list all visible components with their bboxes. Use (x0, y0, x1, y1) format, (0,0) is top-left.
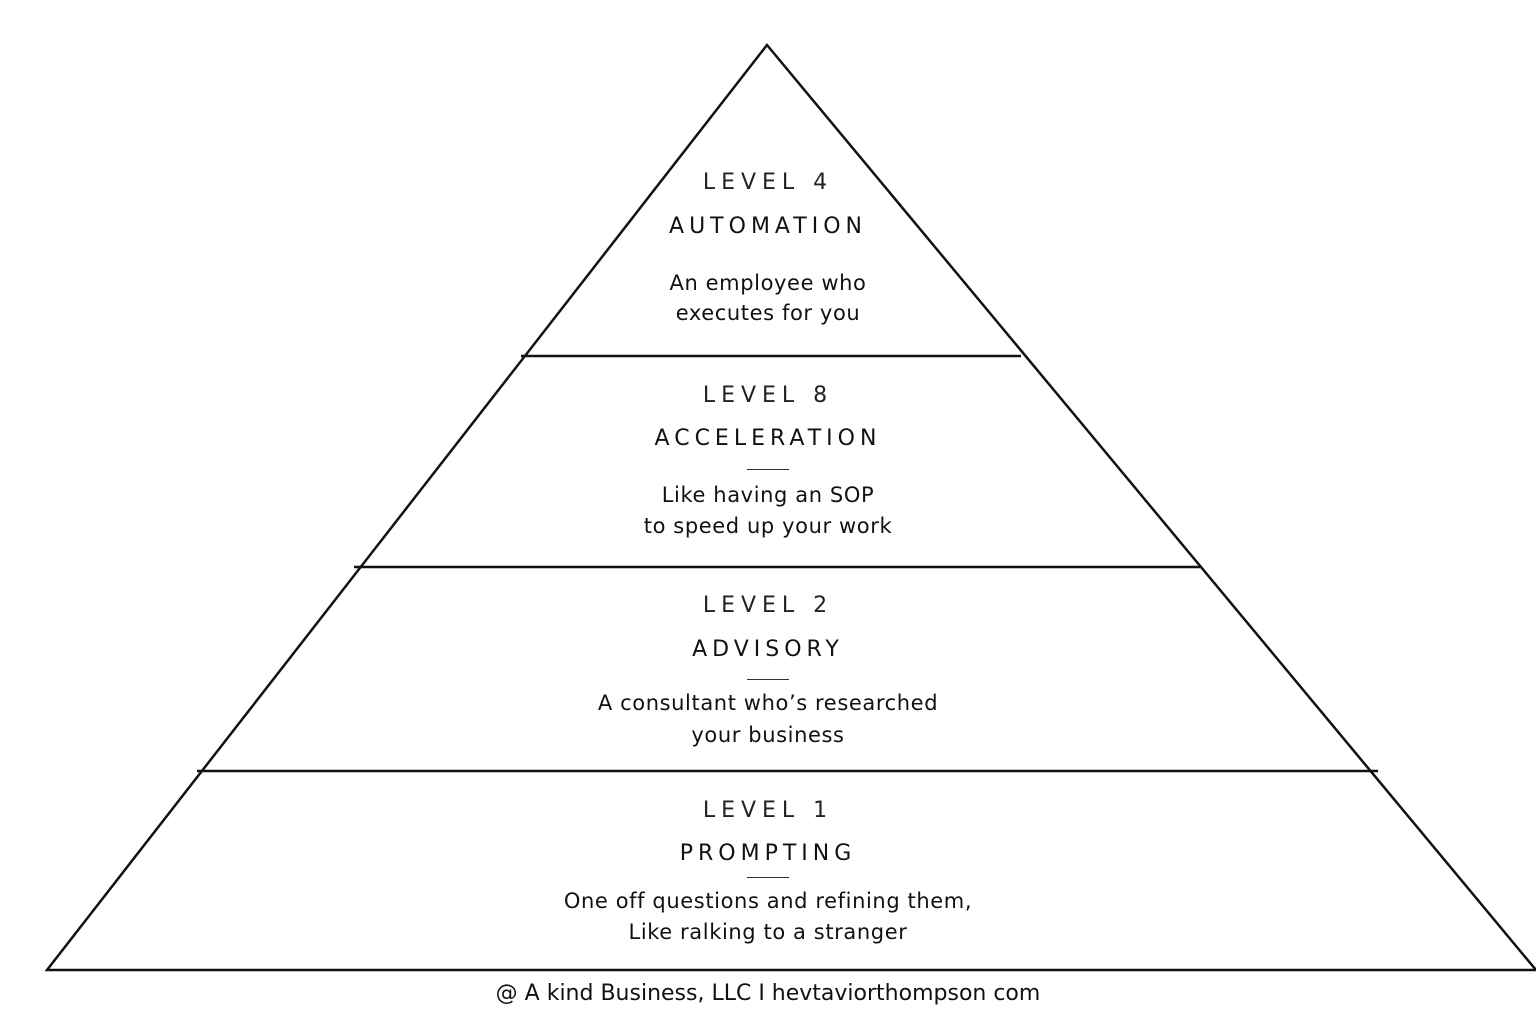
pyramid-outline (44, 43, 1536, 972)
tier-level-label: LEVEL 2 (702, 593, 834, 618)
tier-title: AUTOMATION (669, 214, 867, 239)
tier-level-label: LEVEL 8 (702, 383, 834, 408)
tier-title: ACCELERATION (654, 426, 882, 451)
tier-rule (747, 469, 789, 470)
tier-description-line-2: to speed up your work (643, 514, 893, 538)
tier-description-line-2: your business (691, 723, 845, 747)
tier-rule (747, 679, 789, 680)
tier-level-label: LEVEL 4 (702, 170, 834, 195)
tier-title: ADVISORY (692, 637, 844, 662)
tier-description-line-1: A consultant who’s researched (597, 691, 939, 715)
tier-description-line-1: One off questions and refining them, (563, 889, 973, 913)
tier-description-line-2: Like ralking to a stranger (628, 920, 908, 944)
tier-rule (747, 877, 789, 878)
copyright-footer: @ A kind Business, LLC I hevtaviorthomps… (495, 981, 1041, 1006)
tier-description-line-1: Like having an SOP (661, 483, 875, 507)
tier-description-line-2: executes for you (675, 301, 861, 325)
tier-description-line-1: An employee who (669, 271, 867, 295)
tier-level-label: LEVEL 1 (702, 798, 834, 823)
tier-title: PROMPTING (679, 841, 857, 866)
